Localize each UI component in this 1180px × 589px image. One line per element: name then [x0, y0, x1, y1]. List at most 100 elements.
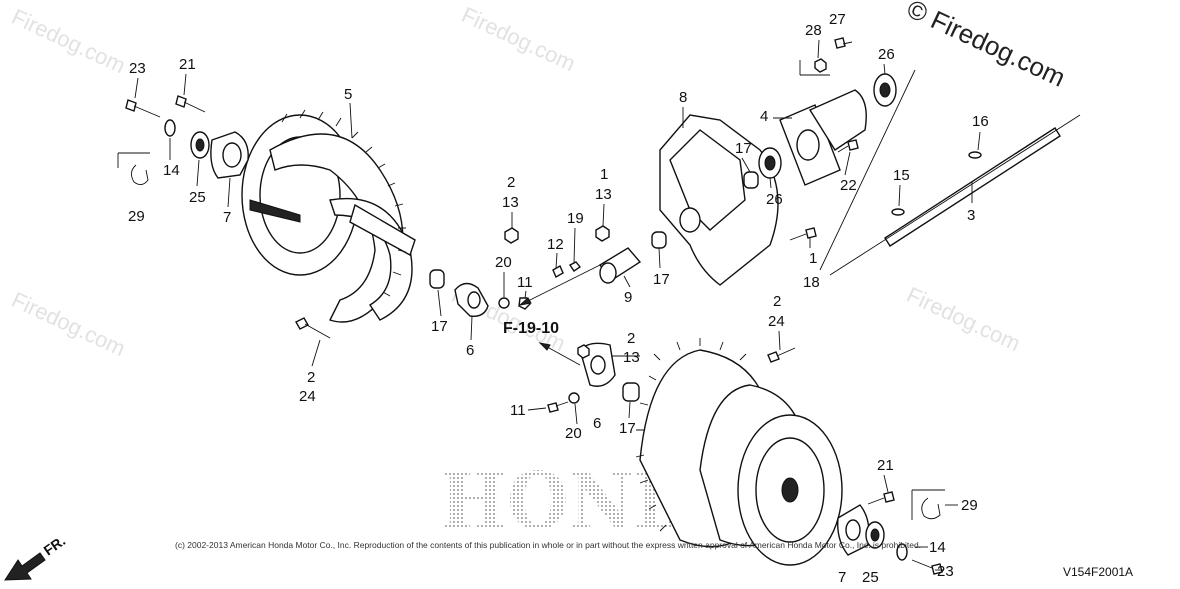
bushing-17d	[622, 382, 640, 402]
callout-28: 28	[805, 22, 822, 39]
diagram-code: V154F2001A	[1063, 565, 1133, 579]
front-arrow-icon	[4, 552, 46, 581]
bolt-22-shank	[837, 145, 849, 153]
callout-19: 19	[567, 210, 584, 227]
callout-29: 29	[128, 208, 145, 225]
callout-14: 14	[163, 162, 180, 179]
nut-13d	[577, 344, 590, 359]
arrow-head-up	[518, 297, 532, 306]
upper-right-assembly	[659, 37, 1081, 286]
nut-13c	[595, 225, 610, 242]
gear-case-4-body	[808, 89, 867, 151]
callout-17: 17	[431, 318, 448, 335]
callout-14: 14	[929, 539, 946, 556]
callout-17: 17	[735, 140, 752, 157]
bracket-28	[799, 60, 830, 76]
bushing-17a	[429, 269, 445, 289]
bearing-holder-7-boss	[222, 142, 242, 168]
callout-16: 16	[972, 113, 989, 130]
bolt-18-shank	[789, 233, 807, 241]
callout-20: 20	[495, 254, 512, 271]
bearing-holder-6b-hole	[590, 355, 606, 375]
bolt-24b-head	[767, 351, 780, 363]
bolt-23b-shank	[911, 559, 933, 569]
center-hardware	[429, 225, 667, 413]
bolt-11b	[547, 402, 559, 413]
bolt-18-head	[805, 227, 817, 239]
callout-17: 17	[653, 271, 670, 288]
leader-f19-up	[519, 264, 601, 306]
washer-14	[164, 119, 176, 137]
circlip-29b-bracket	[911, 489, 945, 520]
auger-left	[241, 109, 416, 323]
watermark-text: Firedog.com	[8, 4, 129, 78]
bolt-21b-shank	[867, 497, 885, 505]
callout-6: 6	[593, 415, 601, 432]
callout-2: 2	[307, 369, 315, 386]
watermark-layer: Firedog.com Firedog.com Firedog.com Fire…	[8, 0, 1070, 361]
watermark-main: © Firedog.com	[902, 0, 1070, 93]
callout-20: 20	[565, 425, 582, 442]
callout-9: 9	[624, 289, 632, 306]
callout-12: 12	[547, 236, 564, 253]
callout-13: 13	[595, 186, 612, 203]
callout-26: 26	[766, 191, 783, 208]
washer-20b	[568, 392, 580, 404]
callout-13: 13	[623, 349, 640, 366]
callout-25: 25	[189, 189, 206, 206]
shaft-guide-line-a	[819, 69, 916, 271]
key-15	[891, 208, 905, 216]
callout-18: 18	[803, 274, 820, 291]
bolt-24-head	[295, 317, 309, 330]
copyright-notice: (c) 2002-2013 American Honda Motor Co., …	[175, 540, 921, 550]
shaft-guide-line-b	[829, 114, 1081, 276]
callout-26: 26	[878, 46, 895, 63]
bolt-11b-shank	[555, 401, 569, 407]
callout-23: 23	[129, 60, 146, 77]
bolt-24-shank	[304, 323, 331, 339]
auger-left-blade	[249, 199, 301, 223]
key-16	[968, 151, 982, 159]
nut-13a	[504, 227, 519, 244]
auger-left-flight	[269, 133, 404, 323]
callout-24: 24	[299, 388, 316, 405]
bolt-24b-shank	[776, 347, 796, 357]
callout-5: 5	[344, 86, 352, 103]
watermark-text: Firedog.com	[458, 2, 579, 76]
callout-24: 24	[768, 313, 785, 330]
callout-7: 7	[223, 209, 231, 226]
bolt-23-shank	[133, 105, 161, 118]
bolt-27-shank	[842, 41, 853, 45]
bolt-23b-head	[931, 563, 943, 575]
auger-shaft-3	[884, 127, 1061, 247]
auger-right	[635, 338, 843, 566]
bushing-17c	[743, 171, 759, 189]
bolt-27-head	[834, 37, 846, 49]
callout-13: 13	[502, 194, 519, 211]
callout-23: 23	[937, 563, 954, 580]
auger-right-hub	[781, 477, 799, 503]
bolt-22-head	[847, 139, 859, 151]
callout-21: 21	[179, 56, 196, 73]
callout-1: 1	[600, 166, 608, 183]
bearing-holder-7b-boss	[845, 519, 861, 541]
callout-21: 21	[877, 457, 894, 474]
callout-22: 22	[840, 177, 857, 194]
callouts: 23 21 5 14 25 7 29 2 24 17 6 20 11 2 13 …	[128, 11, 989, 586]
bearing-25-bore	[195, 138, 205, 152]
callout-17: 17	[619, 420, 636, 437]
callout-15: 15	[893, 167, 910, 184]
callout-2: 2	[507, 174, 515, 191]
bolt-21b-head	[883, 491, 895, 503]
bushing-17b	[651, 231, 667, 249]
left-hardware	[117, 95, 331, 339]
shear-housing-9-end	[599, 262, 617, 284]
washer-20a	[498, 297, 510, 309]
bearing-25b-bore	[870, 528, 880, 542]
auger-left-paddle	[349, 203, 416, 257]
auger-right-teeth	[635, 338, 747, 532]
gear-case-4-port	[796, 129, 820, 161]
bolt-23-head	[125, 99, 137, 112]
watermark-text: Firedog.com	[8, 287, 129, 361]
callout-8: 8	[679, 89, 687, 106]
